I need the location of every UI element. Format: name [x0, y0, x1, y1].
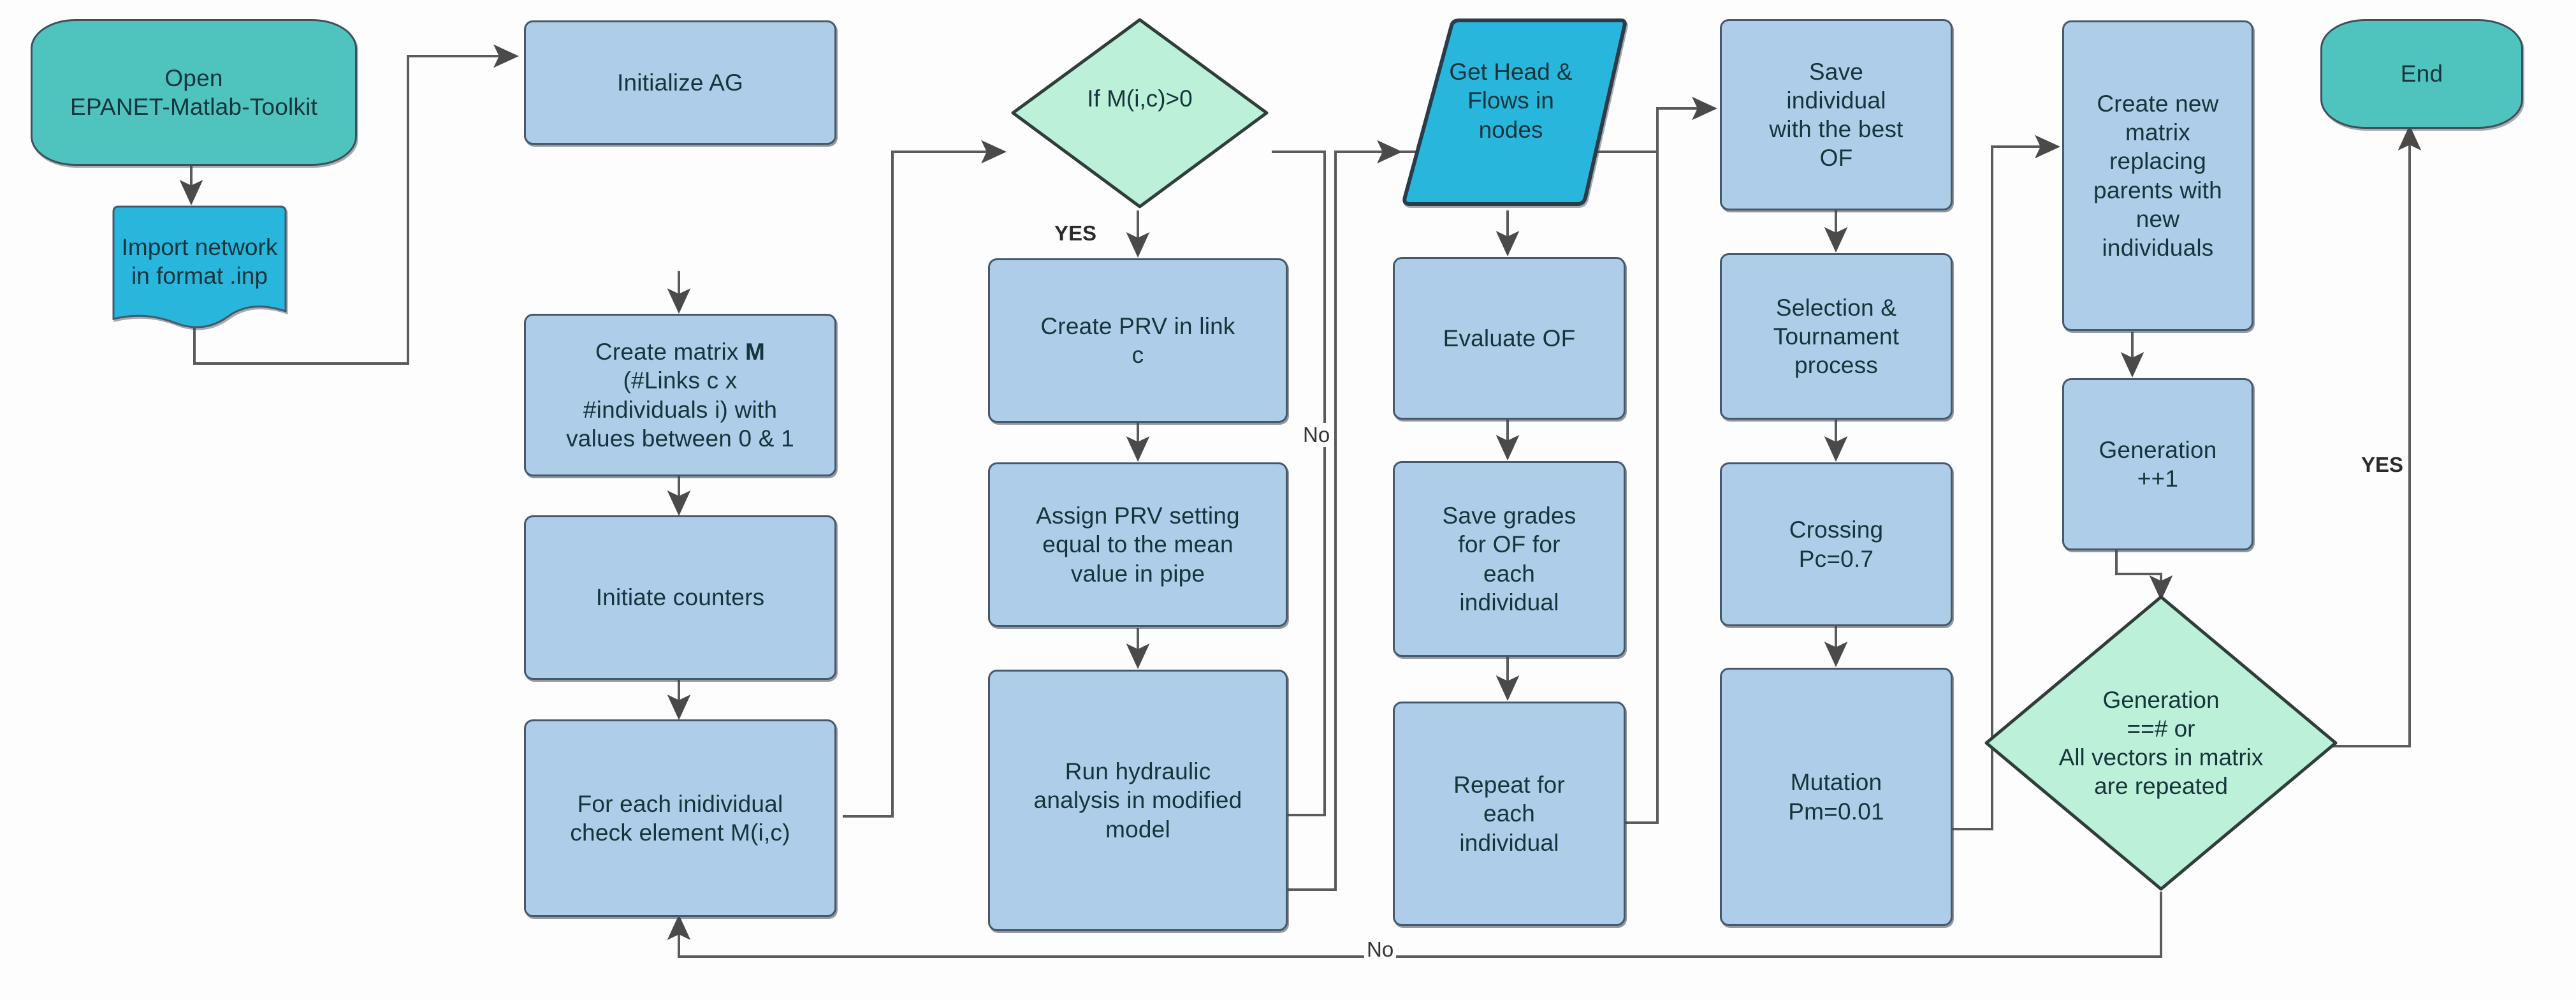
edge-label-no-m: No — [1300, 423, 1333, 447]
node-evaluate-of[interactable]: Evaluate OF — [1393, 257, 1626, 420]
node-initialize-ag[interactable]: Initialize AG — [524, 20, 836, 145]
node-get-head-flows-shape[interactable] — [1399, 18, 1629, 209]
edge-label-no-loop: No — [1364, 938, 1397, 962]
node-import-shape[interactable] — [110, 204, 289, 338]
edge-foreach-decision — [843, 140, 1007, 818]
node-generation-increment-label: Generation++1 — [2099, 436, 2217, 492]
node-decision-m[interactable] — [1009, 16, 1270, 210]
node-decision-generation[interactable] — [1983, 593, 2340, 893]
node-generation-increment[interactable]: Generation++1 — [2062, 378, 2253, 550]
node-initialize-ag-label: Initialize AG — [617, 69, 743, 96]
edge-label-yes-end: YES — [2359, 453, 2406, 477]
node-create-matrix-label: Create matrix M(#Links c x#individuals i… — [566, 339, 794, 452]
node-initiate-counters[interactable]: Initiate counters — [524, 515, 836, 680]
node-create-matrix[interactable]: Create matrix M(#Links c x#individuals i… — [524, 314, 836, 476]
node-end-label: End — [2400, 61, 2443, 87]
edge-generation-decisiongen — [2115, 550, 2173, 601]
node-initiate-counters-label: Initiate counters — [595, 584, 765, 611]
edge-label-yes-m: YES — [1052, 221, 1100, 246]
node-end[interactable]: End — [2320, 19, 2523, 129]
node-evaluate-of-label: Evaluate OF — [1443, 325, 1576, 351]
